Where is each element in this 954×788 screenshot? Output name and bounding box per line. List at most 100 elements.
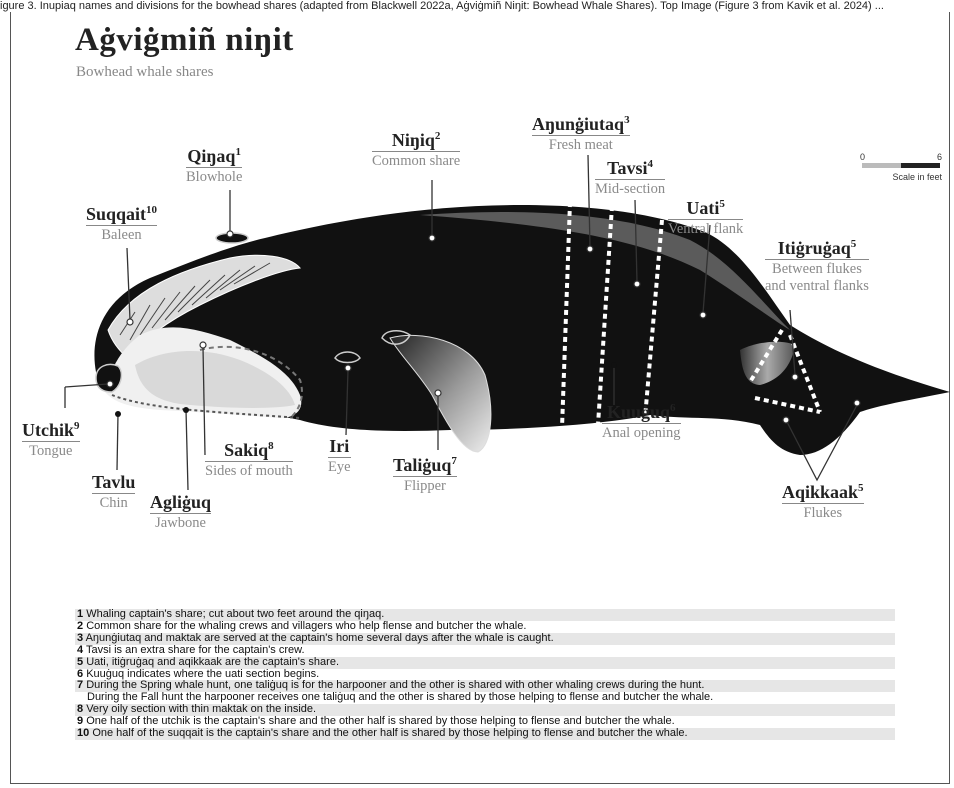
label-qinaq: Qiŋaq1 Blowhole (186, 146, 242, 186)
label-sakiq-sup: 8 (268, 440, 274, 452)
tongue-shape (96, 365, 121, 393)
dot-aqikkaak-b (854, 400, 860, 406)
footnote-number: 2 (77, 620, 83, 632)
footnote-text: Common share for the whaling crews and v… (86, 620, 526, 632)
label-itigruagaq-trans: Between flukes (765, 259, 869, 278)
footnotes: 1 Whaling captain's share; cut about two… (75, 609, 895, 740)
footnote-number: 7 (77, 679, 83, 691)
footnote-text: One half of the suqqait is the captain's… (92, 727, 687, 739)
label-aqikkaak-sup: 5 (858, 482, 864, 494)
footnote-text: During the Spring whale hunt, one taliġu… (86, 679, 704, 691)
footnote-number: 5 (77, 656, 83, 668)
footnote-text: Uati, itiġruġaq and aqikkaak are the cap… (86, 656, 339, 668)
label-aqikkaak-trans: Flukes (782, 503, 864, 522)
label-tavsi-sup: 4 (647, 158, 653, 170)
label-taliguq-sup: 7 (451, 455, 457, 467)
label-ninjiq-name: Niŋiq (392, 130, 435, 150)
label-suqqait: Suqqait10 Baleen (86, 204, 157, 244)
dot-ninjiq (429, 235, 435, 241)
footnote: 10 One half of the suqqait is the captai… (75, 728, 895, 740)
label-utchik: Utchik9 Tongue (22, 420, 80, 460)
label-tavlu-trans: Chin (92, 493, 135, 512)
leader-agliguq (186, 410, 188, 490)
footnote-number: 8 (77, 703, 83, 715)
label-qinaq-sup: 1 (235, 146, 241, 158)
label-suqqait-sup: 10 (146, 204, 157, 216)
label-uati: Uati5 Ventral flank (668, 198, 743, 238)
dot-utchik (107, 381, 113, 387)
label-kuuguq-name: Kuuġuq (607, 402, 670, 422)
label-agliguq: Agliġuq Jawbone (150, 492, 211, 532)
leader-tavlu (117, 414, 118, 470)
label-anungiutaq: Aŋunġiutaq3 Fresh meat (532, 114, 630, 154)
label-taliguq: Taliġuq7 Flipper (393, 455, 457, 495)
label-itigruagaq-trans2: and ventral flanks (765, 278, 869, 295)
dot-kuuguq (611, 362, 617, 368)
dot-aqikkaak-a (783, 417, 789, 423)
footnote-text: Kuuġuq indicates where the uati section … (86, 668, 319, 680)
label-tavsi-trans: Mid-section (595, 179, 665, 198)
dot-sakiq (200, 342, 206, 348)
label-tavsi-name: Tavsi (607, 158, 647, 178)
footnote-text: Aŋunġiutaq and maktak are served at the … (86, 632, 554, 644)
footnote-number: 9 (77, 715, 83, 727)
dot-uati (700, 312, 706, 318)
label-itigruagaq-name: Itiġruġaq (778, 238, 851, 258)
label-uati-trans: Ventral flank (668, 219, 743, 238)
label-anungiutaq-name: Aŋunġiutaq (532, 114, 624, 134)
footnote-text: Whaling captain's share; cut about two f… (86, 608, 384, 620)
label-utchik-trans: Tongue (22, 441, 80, 460)
label-anungiutaq-trans: Fresh meat (532, 135, 630, 154)
label-sakiq-name: Sakiq (224, 440, 268, 460)
label-utchik-name: Utchik (22, 420, 74, 440)
label-ninjiq: Niŋiq2 Common share (372, 130, 460, 170)
label-taliguq-trans: Flipper (393, 476, 457, 495)
label-sakiq: Sakiq8 Sides of mouth (205, 440, 293, 480)
dot-iri (345, 365, 351, 371)
label-uati-sup: 5 (719, 198, 725, 210)
label-sakiq-trans: Sides of mouth (205, 461, 293, 480)
label-kuuguq-trans: Anal opening (602, 423, 681, 442)
dot-tavlu (115, 411, 121, 417)
footnote-text: During the Fall hunt the harpooner recei… (87, 691, 713, 703)
label-itigruagaq: Itiġruġaq5 Between flukes and ventral fl… (765, 238, 869, 295)
label-suqqait-trans: Baleen (86, 225, 157, 244)
label-agliguq-trans: Jawbone (150, 513, 211, 532)
label-iri-trans: Eye (328, 457, 351, 476)
footnote-number: 1 (77, 608, 83, 620)
footnote-text: One half of the utchik is the captain's … (86, 715, 675, 727)
label-qinaq-name: Qiŋaq (187, 146, 235, 166)
dot-tavsi (634, 281, 640, 287)
label-tavlu-name: Tavlu (92, 472, 135, 492)
label-kuuguq: Kuuġuq6 Anal opening (602, 402, 681, 442)
label-anungiutaq-sup: 3 (624, 114, 630, 126)
label-agliguq-name: Agliġuq (150, 492, 211, 512)
label-aqikkaak-name: Aqikkaak (782, 482, 858, 502)
label-suqqait-name: Suqqait (86, 204, 146, 224)
footnote-text: Very oily section with thin maktak on th… (86, 703, 316, 715)
label-itigruagaq-sup: 5 (851, 238, 857, 250)
dot-qinaq (227, 231, 233, 237)
label-ninjiq-trans: Common share (372, 151, 460, 170)
footnote-number: 3 (77, 632, 83, 644)
label-qinaq-trans: Blowhole (186, 167, 242, 186)
dot-anungiutaq (587, 246, 593, 252)
label-tavlu: Tavlu Chin (92, 472, 135, 512)
label-tavsi: Tavsi4 Mid-section (595, 158, 665, 198)
dot-itigruagaq (792, 374, 798, 380)
footnote-number: 4 (77, 644, 83, 656)
label-kuuguq-sup: 6 (670, 402, 676, 414)
footnote-text: Tavsi is an extra share for the captain'… (86, 644, 305, 656)
label-iri: Iri Eye (328, 436, 351, 476)
label-uati-name: Uati (686, 198, 719, 218)
footnote-number: 6 (77, 668, 83, 680)
label-ninjiq-sup: 2 (435, 130, 441, 142)
label-taliguq-name: Taliġuq (393, 455, 451, 475)
dot-agliguq (183, 407, 189, 413)
label-iri-name: Iri (329, 436, 349, 456)
dot-taliguq (435, 390, 441, 396)
label-utchik-sup: 9 (74, 420, 80, 432)
label-aqikkaak: Aqikkaak5 Flukes (782, 482, 864, 522)
dot-suqqait (127, 319, 133, 325)
footnote-number: 10 (77, 727, 89, 739)
